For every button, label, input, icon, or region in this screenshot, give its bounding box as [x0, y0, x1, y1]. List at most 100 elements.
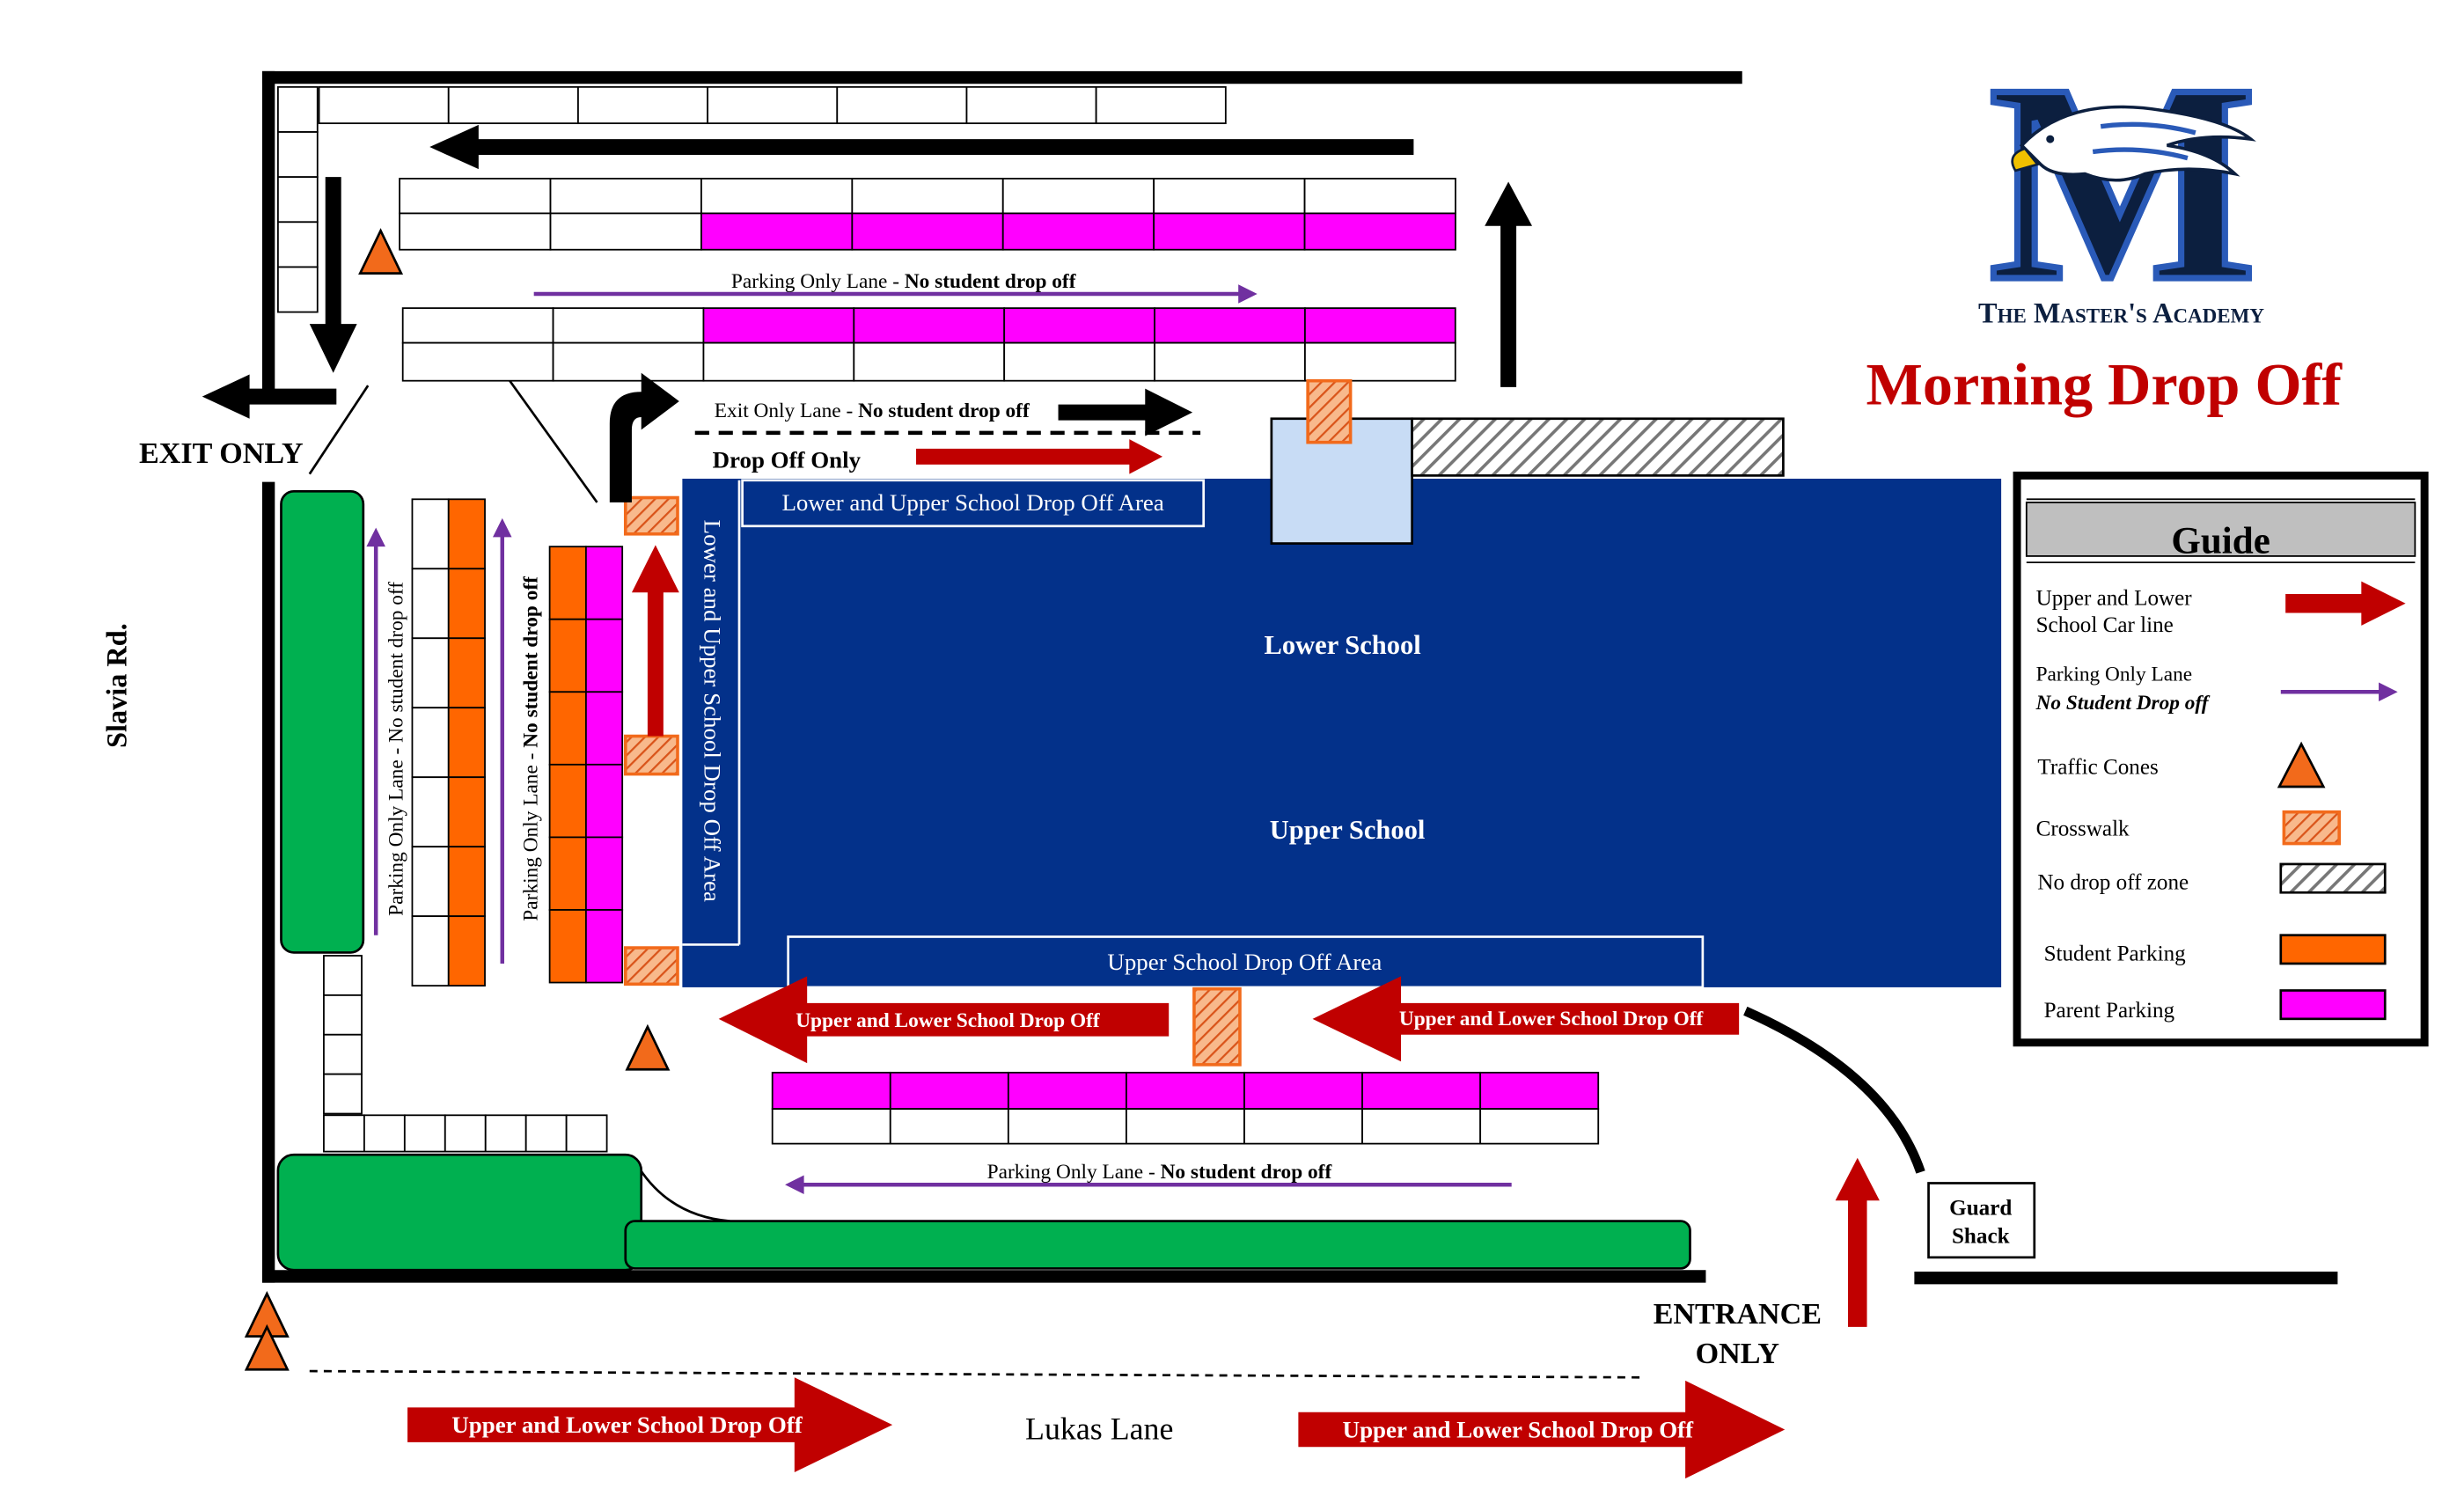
property-boundary — [261, 70, 2338, 1285]
parking-space — [1243, 1071, 1363, 1111]
parking-lane-label-north: Parking Only Lane - No student drop off — [731, 270, 1076, 293]
parking-space — [1001, 212, 1155, 251]
parking-space — [411, 637, 450, 709]
lu-drop-area-label: Lower and Upper School Drop Off Area — [781, 489, 1163, 516]
exit-only-label: EXIT ONLY — [139, 437, 304, 470]
parking-space — [1003, 341, 1155, 382]
parking-space — [447, 498, 486, 570]
parking-space — [1303, 212, 1456, 251]
crosswalks — [623, 378, 1353, 1067]
parking-space — [323, 1073, 363, 1115]
parking-space — [1304, 307, 1456, 344]
parking-space — [447, 846, 486, 918]
parking-space — [700, 212, 854, 251]
parking-space — [889, 1108, 1009, 1145]
drop-arrow-label: Upper and Lower School Drop Off — [796, 1009, 1100, 1032]
parking-spaces — [277, 85, 1600, 1153]
arrow-left-icon — [202, 374, 337, 419]
parking-space — [411, 707, 450, 779]
parking-space — [1479, 1108, 1600, 1145]
parking-space — [1003, 307, 1155, 344]
parking-space — [411, 915, 450, 987]
parking-space — [447, 637, 486, 709]
parking-space — [323, 955, 363, 996]
svg-text:Student Parking: Student Parking — [2044, 942, 2187, 965]
arrow-turn-icon — [609, 372, 679, 502]
svg-text:No drop off zone: No drop off zone — [2037, 871, 2189, 895]
parking-space — [447, 707, 486, 779]
drop-arrow-label: Upper and Lower School Drop Off — [451, 1412, 803, 1438]
parking-space — [403, 1114, 446, 1153]
parking-space — [277, 176, 319, 224]
parking-space — [889, 1071, 1009, 1111]
parking-space — [1304, 341, 1456, 382]
entrance-only-label: ONLY — [1696, 1338, 1779, 1370]
parent-parking-icon — [2279, 989, 2387, 1021]
parking-space — [853, 307, 1006, 344]
crosswalk-icon — [2282, 810, 2342, 846]
logo-letter: M — [1989, 25, 2257, 340]
drop-arrow-label: Upper and Lower School Drop Off — [1399, 1008, 1704, 1030]
svg-text:Crosswalk: Crosswalk — [2036, 818, 2130, 841]
school-building: Lower and Upper School Drop Off Area Low… — [682, 417, 2002, 989]
parking-space — [707, 85, 839, 125]
lu-drop-area-box — [741, 479, 1206, 528]
parking-space — [277, 85, 319, 133]
parking-space — [965, 85, 1097, 125]
parking-space — [836, 85, 968, 125]
parking-space — [444, 1114, 487, 1153]
parking-space — [565, 1114, 608, 1153]
guide-item: Student Parking — [2044, 934, 2387, 965]
no-drop-off-zone — [1411, 417, 1785, 477]
guide-title: Guide — [2171, 520, 2270, 561]
parking-space — [399, 178, 552, 215]
parking-space — [447, 776, 486, 848]
parking-space — [447, 568, 486, 640]
parking-space — [411, 568, 450, 640]
cone-icon — [358, 228, 404, 275]
crosswalk — [1192, 986, 1242, 1067]
parking-lane-arrows — [366, 284, 1512, 1195]
parking-space — [552, 341, 705, 382]
svg-text:Parking Only Lane: Parking Only Lane — [2036, 664, 2193, 686]
arrow-up-icon — [631, 545, 679, 737]
svg-text:Upper and Lower: Upper and Lower — [2036, 587, 2193, 611]
upper-drop-area-label: Upper School Drop Off Area — [1107, 949, 1382, 975]
parking-space — [447, 915, 486, 987]
guide-legend: Guide Upper and Lower School Car line Pa… — [2013, 471, 2429, 1047]
cone-icon — [625, 1023, 671, 1071]
svg-text:School Car line: School Car line — [2036, 613, 2174, 637]
parking-space — [277, 221, 319, 268]
parking-space — [277, 266, 319, 313]
parking-space — [1007, 1108, 1127, 1145]
arrow-left-icon — [1312, 976, 1740, 1062]
parking-space — [323, 1033, 363, 1075]
arrow-down-icon — [309, 177, 357, 373]
parking-space — [585, 546, 624, 620]
arrow-right-icon — [1298, 1380, 1786, 1479]
arrow-right-icon — [1058, 388, 1193, 436]
parking-space — [702, 341, 855, 382]
purple-arrow-icon — [2379, 682, 2398, 702]
guard-shack-label: Guard — [1949, 1196, 2012, 1220]
traffic-cones — [244, 228, 671, 1371]
page-title: Morning Drop Off — [1866, 351, 2343, 418]
lane-labels: Parking Only Lane - No student drop off … — [385, 270, 1704, 1443]
crosswalk — [623, 946, 679, 986]
parking-space — [1001, 178, 1155, 215]
parking-space — [1126, 1108, 1245, 1145]
parking-space — [1361, 1071, 1482, 1111]
no-drop-zone-icon — [2279, 862, 2387, 894]
parking-space — [548, 618, 587, 693]
parking-space — [700, 178, 854, 215]
green-areas — [276, 489, 1691, 1272]
svg-text:Parent Parking: Parent Parking — [2044, 999, 2175, 1023]
parking-space — [411, 846, 450, 918]
cone-icon — [244, 1324, 290, 1371]
arrow-right-icon — [916, 439, 1163, 474]
parking-lane-label-south: Parking Only Lane - No student drop off — [987, 1161, 1332, 1184]
crosswalk — [623, 495, 679, 536]
lower-school-label: Lower School — [1265, 630, 1421, 660]
parking-space — [1243, 1108, 1363, 1145]
parking-space — [585, 691, 624, 766]
